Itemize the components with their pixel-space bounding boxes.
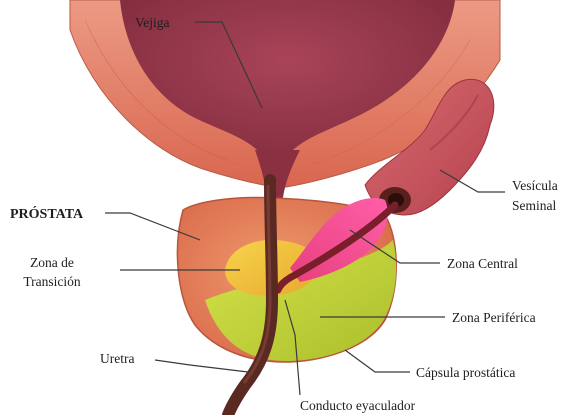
label-zona-transicion-1: Zona de bbox=[30, 255, 74, 270]
label-zona-transicion-2: Transición bbox=[23, 274, 81, 289]
label-zona-central: Zona Central bbox=[447, 256, 518, 271]
label-uretra: Uretra bbox=[100, 351, 134, 366]
label-prostata: PRÓSTATA bbox=[10, 205, 84, 222]
label-zona-periferica: Zona Periférica bbox=[452, 310, 536, 325]
label-vejiga: Vejiga bbox=[135, 15, 170, 30]
label-conducto: Conducto eyaculador bbox=[300, 398, 416, 413]
leader-uretra bbox=[155, 360, 248, 372]
label-vesicula-2: Seminal bbox=[512, 198, 556, 213]
label-vesicula-1: Vesícula bbox=[512, 178, 558, 193]
label-capsula: Cápsula prostática bbox=[416, 365, 515, 380]
leader-capsula bbox=[345, 350, 410, 372]
